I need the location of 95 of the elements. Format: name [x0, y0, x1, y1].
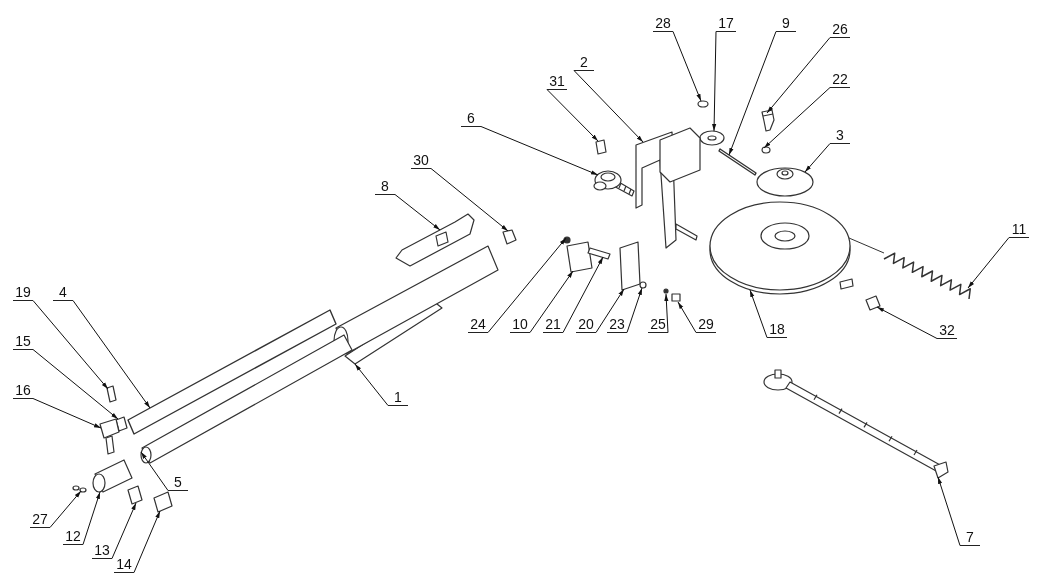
callout-number: 3: [830, 127, 850, 144]
terminal-block: [619, 241, 641, 291]
callout-number: 32: [937, 322, 957, 339]
callout-number: 5: [168, 474, 188, 491]
sleeve: [127, 485, 143, 505]
callout-number: 4: [53, 284, 73, 301]
tube-drawing: [140, 334, 353, 464]
leader-line: [480, 126, 599, 176]
leader-line: [712, 31, 717, 132]
bracket-drawing: [395, 213, 475, 267]
callout-number: 9: [776, 15, 796, 32]
leader-line: [967, 237, 1010, 289]
ball: [563, 236, 571, 244]
leader-line: [763, 87, 831, 149]
callout-number: 2: [574, 54, 594, 71]
callout-number: 30: [411, 152, 431, 169]
leader-line: [394, 194, 441, 231]
square-bar: [127, 309, 337, 435]
plate: [566, 241, 593, 273]
callout-number: 24: [468, 316, 488, 333]
callout-number: 25: [648, 316, 668, 333]
leader-line: [32, 349, 119, 420]
screw: [671, 293, 681, 302]
callout-number: 16: [13, 382, 33, 399]
leader-line: [430, 168, 509, 232]
leader-line: [546, 89, 599, 142]
o-ring: [697, 100, 709, 108]
pin: [865, 295, 881, 311]
leader-line: [664, 293, 669, 333]
bolt: [106, 385, 117, 403]
tube-drawing: [333, 245, 499, 365]
callout-number: 29: [696, 316, 716, 333]
callout-number: 18: [767, 321, 787, 338]
callout-number: 27: [30, 511, 50, 528]
washer: [639, 281, 647, 289]
pins-drawing: [72, 485, 87, 493]
sensor-rod-drawing: [763, 369, 949, 479]
disk-drawing: [709, 201, 885, 295]
callout-number: 1: [388, 389, 408, 406]
clamp-drawing: [99, 418, 120, 455]
callout-number: 14: [114, 556, 134, 573]
callout-number: 20: [576, 316, 596, 333]
leader-line: [573, 70, 644, 143]
callout-number: 12: [63, 528, 83, 545]
leader-line: [49, 490, 82, 528]
leader-line: [562, 256, 604, 333]
callout-number: 7: [960, 529, 980, 546]
sensor-drawing: [593, 170, 635, 197]
callout-number: 31: [547, 73, 567, 90]
callout-number: 13: [92, 542, 112, 559]
callout-number: 6: [461, 110, 481, 127]
leader-line: [32, 300, 109, 390]
hub-disk-drawing: [756, 167, 814, 197]
leader-line: [529, 270, 574, 333]
leader-line: [728, 31, 777, 156]
callout-number: 23: [607, 316, 627, 333]
leader-line: [354, 363, 389, 406]
callout-number: 17: [716, 15, 736, 32]
leader-line: [677, 301, 697, 333]
washer-drawing: [699, 130, 725, 146]
callout-number: 19: [13, 284, 33, 301]
pin: [587, 247, 611, 260]
clip: [502, 229, 517, 245]
leader-line: [133, 510, 161, 573]
callout-number: 15: [13, 333, 33, 350]
leader-line: [876, 306, 938, 339]
callout-number: 28: [653, 15, 673, 32]
leader-line: [72, 300, 151, 409]
callout-number: 26: [830, 21, 850, 38]
leader-line: [804, 143, 831, 173]
leader-line: [595, 288, 625, 333]
leader-line: [672, 31, 702, 102]
sleeve: [153, 491, 173, 513]
leader-line: [749, 289, 768, 338]
cylinder-drawing: [92, 459, 133, 493]
leader-line: [937, 476, 961, 546]
leader-line: [766, 37, 831, 114]
callout-number: 10: [510, 316, 530, 333]
leader-line: [111, 502, 137, 559]
callout-number: 8: [375, 178, 395, 195]
ball: [663, 288, 669, 294]
leader-line: [140, 451, 169, 491]
callout-number: 21: [543, 316, 563, 333]
leader-line: [82, 491, 101, 545]
leader-line: [487, 237, 567, 333]
spring-drawing: [883, 252, 972, 300]
screw: [595, 139, 607, 155]
bracket-drawing: [635, 127, 701, 249]
bolt-drawing: [761, 109, 775, 132]
leader-line: [626, 287, 643, 333]
leader-line: [32, 398, 102, 429]
nut: [761, 146, 771, 154]
rod: [718, 148, 757, 176]
callout-number: 22: [830, 71, 850, 88]
callout-number: 11: [1009, 221, 1029, 238]
